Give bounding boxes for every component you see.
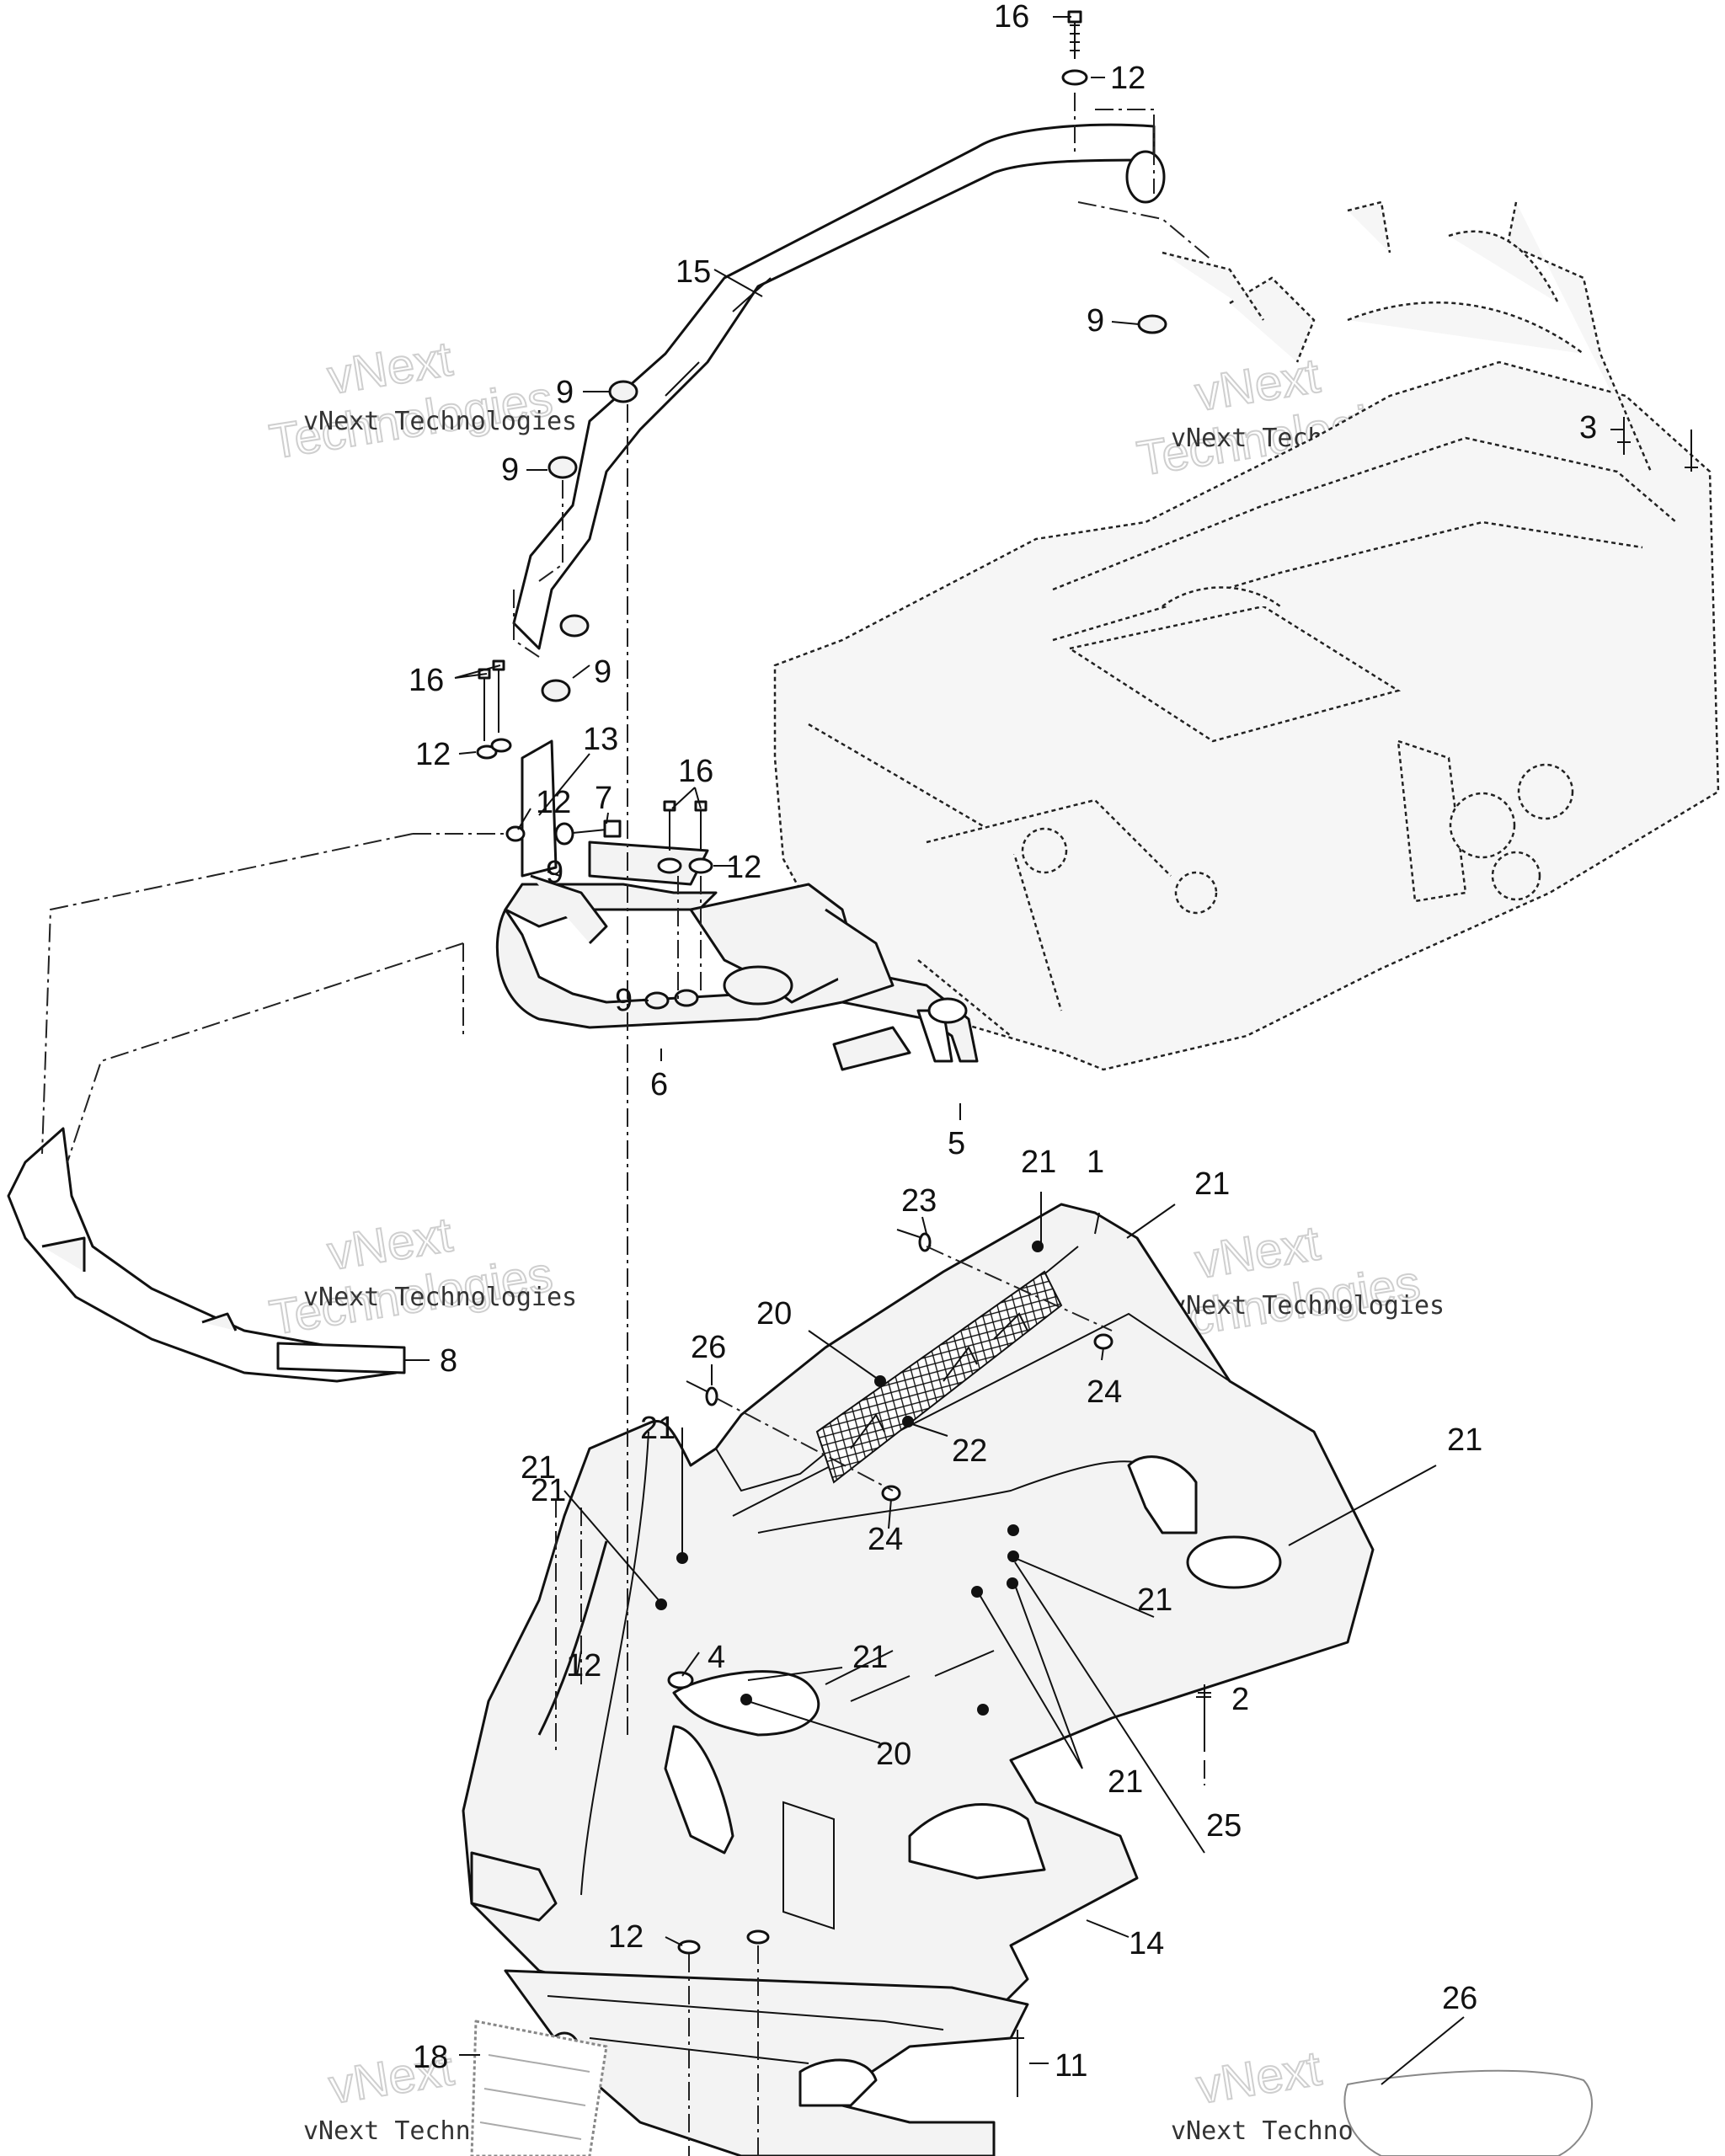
watermark-mid-left: vNext Technologies vNext Technologies bbox=[265, 1206, 577, 1346]
callout-4: 4 bbox=[708, 1640, 725, 1675]
callout-24-mid: 24 bbox=[868, 1522, 903, 1557]
chassis-frame bbox=[773, 200, 1720, 1071]
callout-9-bumper: 9 bbox=[615, 983, 633, 1018]
callout-21-right: 21 bbox=[1447, 1422, 1482, 1458]
callout-21-top-a: 21 bbox=[1021, 1145, 1056, 1180]
callout-20-top: 20 bbox=[756, 1296, 792, 1331]
leader-lines bbox=[404, 16, 1624, 2085]
callout-25: 25 bbox=[1206, 1808, 1242, 1844]
callout-12-bracket: 12 bbox=[536, 785, 571, 820]
watermark-caption: vNext Technologies bbox=[303, 1283, 577, 1312]
callout-9-bar-low: 9 bbox=[594, 654, 611, 690]
hood-vent-grille bbox=[815, 1270, 1063, 1484]
callout-16-top: 16 bbox=[994, 0, 1029, 35]
callout-5: 5 bbox=[948, 1126, 965, 1161]
watermark-top-left: vNext Technologies vNext Technologies bbox=[265, 330, 577, 470]
callout-2: 2 bbox=[1231, 1682, 1249, 1717]
watermark-caption: vNext Technologies bbox=[303, 407, 577, 436]
skid-plate bbox=[504, 1969, 1029, 2156]
callout-12-skid: 12 bbox=[608, 1919, 644, 1955]
callout-21-hood: 21 bbox=[852, 1640, 888, 1675]
callout-12-left: 12 bbox=[415, 737, 451, 772]
callout-21-lower: 21 bbox=[1108, 1764, 1143, 1800]
decal-label bbox=[1343, 2069, 1593, 2156]
callout-labels: 16 12 15 9 9 9 3 9 16 12 13 12 7 16 12 9… bbox=[409, 0, 1597, 2084]
callout-1: 1 bbox=[1087, 1145, 1104, 1180]
callout-26-decal: 26 bbox=[1442, 1981, 1477, 2016]
callout-12-hood: 12 bbox=[566, 1648, 601, 1684]
callout-9-bracket: 9 bbox=[546, 855, 563, 890]
watermark-brand: vNext bbox=[1193, 2041, 1325, 2114]
callout-22: 22 bbox=[952, 1433, 987, 1469]
callout-12-mid: 12 bbox=[726, 850, 761, 885]
lower-bumper-bar bbox=[7, 1127, 406, 1383]
callout-11: 11 bbox=[1055, 2048, 1087, 2084]
assembly-lines bbox=[41, 93, 1214, 2156]
callout-21-left-c: 21 bbox=[531, 1473, 566, 1508]
callout-23: 23 bbox=[901, 1183, 937, 1219]
fasteners bbox=[476, 10, 1698, 2097]
callout-20-lower: 20 bbox=[876, 1737, 911, 1772]
watermark-caption: vNext Technologies bbox=[1171, 1291, 1445, 1321]
callout-21-left-b: 21 bbox=[521, 1450, 556, 1486]
callout-9-bar-mid: 9 bbox=[501, 452, 519, 488]
callout-6: 6 bbox=[650, 1067, 668, 1102]
callout-21-left-a: 21 bbox=[640, 1411, 676, 1446]
callout-26-rivet: 26 bbox=[691, 1330, 726, 1365]
callout-8: 8 bbox=[440, 1343, 457, 1379]
callout-7: 7 bbox=[595, 781, 612, 816]
callout-15: 15 bbox=[676, 254, 711, 290]
decal-strip bbox=[470, 2020, 608, 2156]
callout-21-center: 21 bbox=[1137, 1582, 1172, 1618]
callout-14: 14 bbox=[1129, 1926, 1164, 1961]
callout-9-frame: 9 bbox=[1087, 303, 1104, 339]
callout-16-mid: 16 bbox=[678, 754, 713, 789]
callout-21-top-b: 21 bbox=[1194, 1166, 1230, 1202]
callout-13: 13 bbox=[583, 722, 618, 757]
callout-16-left: 16 bbox=[409, 663, 444, 698]
callout-18: 18 bbox=[413, 2040, 448, 2075]
callout-12-top: 12 bbox=[1110, 61, 1146, 96]
callout-24-top: 24 bbox=[1087, 1374, 1122, 1410]
callout-9-bar-top: 9 bbox=[556, 375, 574, 410]
front-bumper-assembly bbox=[495, 739, 979, 1071]
callout-3: 3 bbox=[1579, 410, 1597, 446]
front-hood-body bbox=[462, 1203, 1375, 2023]
